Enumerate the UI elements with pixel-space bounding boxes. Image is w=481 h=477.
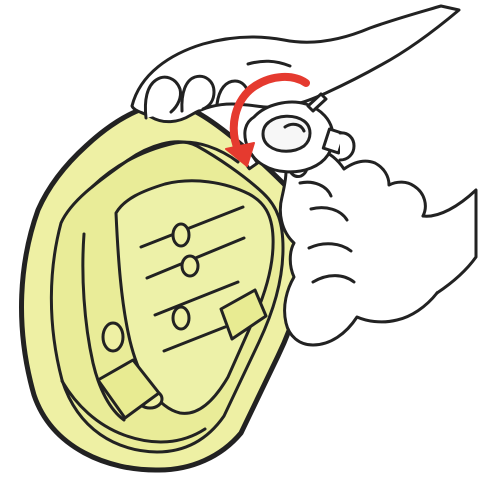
battery-peg-4: [103, 323, 123, 351]
battery-peg-1: [173, 224, 189, 246]
valve-cap-face: [340, 133, 354, 160]
battery-peg-2: [182, 256, 198, 276]
battery-peg-3: [173, 307, 189, 329]
lower-right-hand-outline: [280, 149, 448, 345]
upper-finger-2: [182, 76, 214, 111]
valve-inner-ring: [263, 116, 310, 151]
lower-right-hand: [280, 149, 476, 345]
